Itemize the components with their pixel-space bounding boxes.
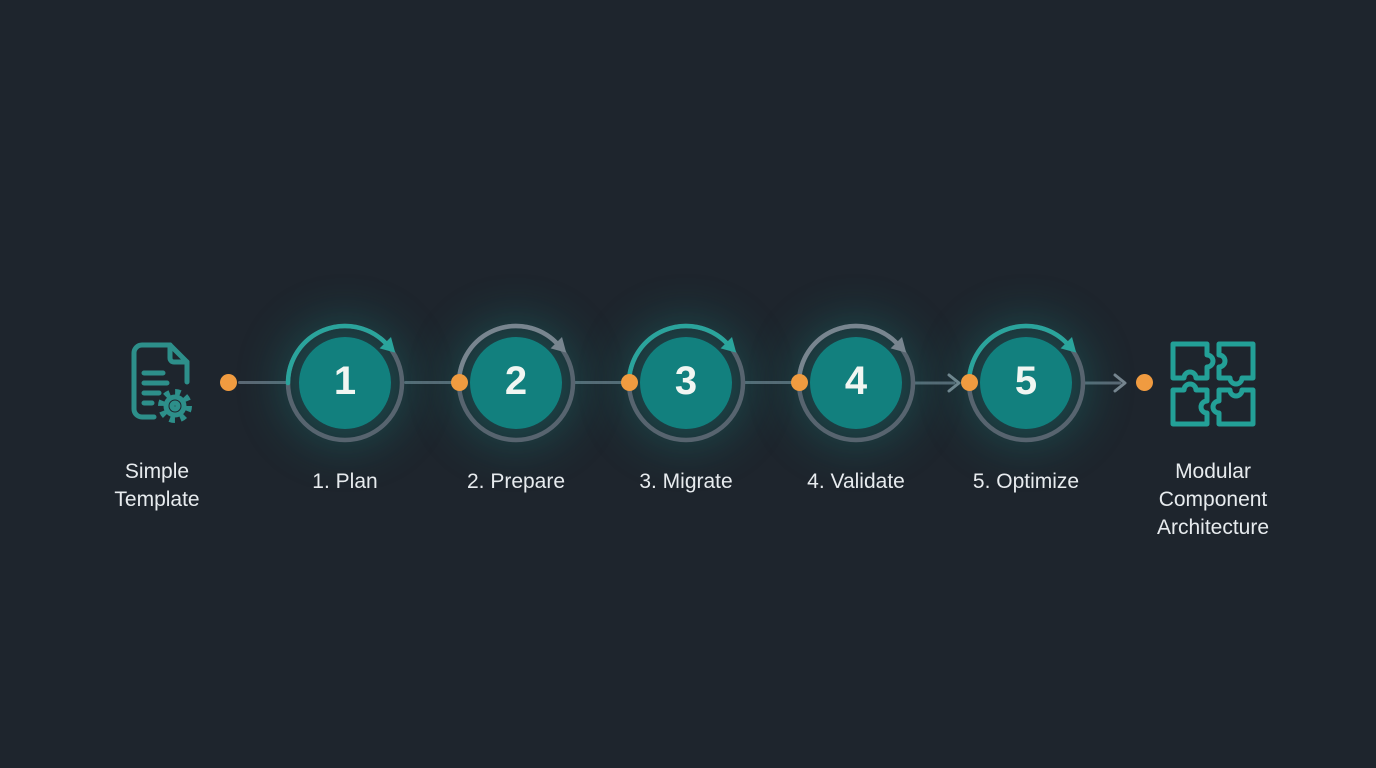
connector-dot-step5 — [961, 374, 978, 391]
right-endpoint-label: Modular Component Architecture — [1113, 458, 1313, 542]
cycle-arrow-icon — [550, 337, 567, 353]
step-label-2: 2. Prepare — [466, 470, 566, 493]
step-ring-1 — [285, 323, 405, 443]
connector-line-3-4 — [744, 381, 800, 384]
cycle-arrow-icon — [379, 337, 396, 353]
step-node-1: 1 — [275, 313, 415, 453]
arrowhead-icon — [947, 373, 961, 393]
step-label-5: 5. Optimize — [972, 470, 1080, 493]
connector-line-start — [238, 381, 288, 384]
left-endpoint-label: Simple Template — [57, 458, 257, 514]
connector-line-2-3 — [574, 381, 630, 384]
right-endpoint-label-line3: Architecture — [1156, 516, 1270, 539]
step-number-1: 1 — [333, 358, 357, 403]
right-endpoint-label-line2: Component — [1158, 488, 1268, 511]
step-number-2: 2 — [504, 358, 528, 403]
cycle-arrow-icon — [890, 337, 907, 353]
puzzle-pieces-icon — [1163, 334, 1263, 434]
connector-dot-step2 — [451, 374, 468, 391]
document-gear-icon — [108, 331, 208, 433]
connector-dot-step4 — [791, 374, 808, 391]
connector-dot-step3 — [621, 374, 638, 391]
step-label-3: 3. Migrate — [639, 470, 733, 493]
connector-dot-start — [220, 374, 237, 391]
cycle-arrow-icon — [720, 337, 737, 353]
step-node-5: 5 — [956, 313, 1096, 453]
connector-dot-end — [1136, 374, 1153, 391]
step-node-4: 4 — [786, 313, 926, 453]
gear-icon — [158, 389, 192, 423]
step-number-3: 3 — [674, 358, 698, 403]
right-endpoint-label-line1: Modular — [1175, 460, 1251, 483]
left-endpoint-label-line1: Simple — [124, 460, 190, 483]
step-label-4: 4. Validate — [807, 470, 905, 493]
connector-arrow-5-end — [1084, 373, 1127, 393]
cycle-arrow-icon — [1060, 337, 1077, 353]
arrowhead-icon — [1113, 373, 1127, 393]
step-ring-4 — [796, 323, 916, 443]
left-endpoint-label-line2: Template — [114, 488, 200, 511]
step-number-5: 5 — [1014, 358, 1038, 403]
step-label-1: 1. Plan — [312, 470, 378, 493]
step-number-4: 4 — [844, 358, 868, 403]
connector-line-1-2 — [404, 381, 460, 384]
connector-arrow-4-5 — [914, 373, 961, 393]
